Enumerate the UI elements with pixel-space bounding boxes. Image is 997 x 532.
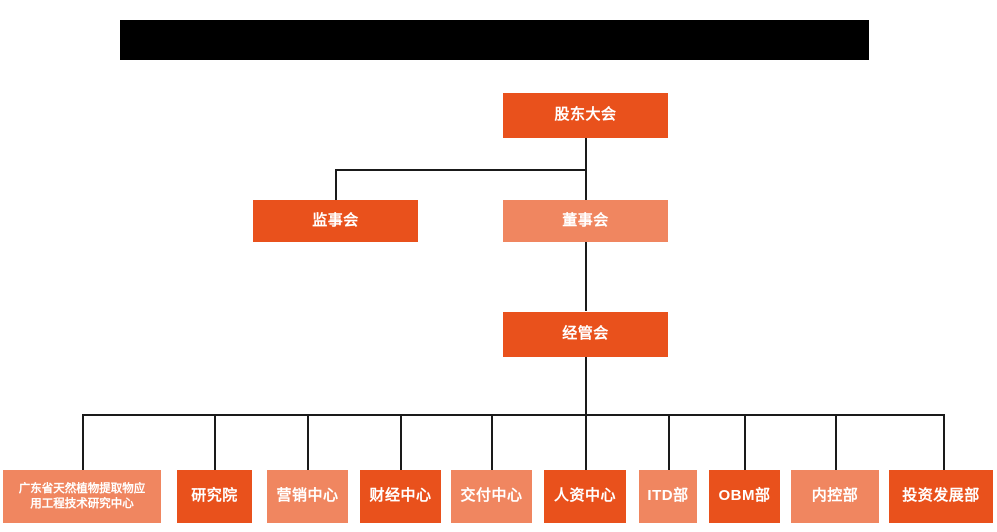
connector-departments-bus [82, 414, 944, 416]
node-label-line-1: 广东省天然植物提取物应 [18, 483, 146, 496]
node-label: 经管会 [562, 325, 609, 343]
node-shareholders-meeting[interactable]: 股东大会 [503, 93, 668, 138]
connector-drop-marketing-center [307, 414, 309, 470]
node-label: 人资中心 [553, 487, 616, 505]
node-marketing-center[interactable]: 营销中心 [267, 470, 348, 523]
node-obm-department[interactable]: OBM部 [709, 470, 780, 523]
node-label: 交付中心 [460, 487, 523, 505]
connector-drop-hr-center [585, 414, 587, 470]
node-label: 投资发展部 [902, 487, 980, 505]
node-board-of-directors[interactable]: 董事会 [503, 200, 668, 242]
node-gd-natural-plant-extract-research-center[interactable]: 广东省天然植物提取物应 用工程技术研究中心 [3, 470, 161, 523]
node-management-committee[interactable]: 经管会 [503, 312, 668, 357]
connector-drop-gd-research-center [82, 414, 84, 470]
node-investment-development-department[interactable]: 投资发展部 [889, 470, 993, 523]
node-label: ITD部 [647, 487, 689, 505]
redacted-title-bar [120, 20, 869, 60]
node-label: 财经中心 [369, 487, 432, 505]
connector-drop-itd-dept [668, 414, 670, 470]
connector-drop-finance-center [400, 414, 402, 470]
node-finance-center[interactable]: 财经中心 [360, 470, 441, 523]
node-delivery-center[interactable]: 交付中心 [451, 470, 532, 523]
node-board-of-supervisors[interactable]: 监事会 [253, 200, 418, 242]
node-label: 营销中心 [276, 487, 339, 505]
connector-level2-bus [335, 169, 587, 171]
connector-drop-delivery-center [491, 414, 493, 470]
connector-drop-research-institute [214, 414, 216, 470]
connector-drop-obm-dept [744, 414, 746, 470]
node-label: OBM部 [718, 487, 771, 505]
node-label: 研究院 [191, 487, 238, 505]
connector-drop-internal-control-dept [835, 414, 837, 470]
connector-board-drop [585, 169, 587, 200]
node-itd-department[interactable]: ITD部 [639, 470, 697, 523]
node-label: 股东大会 [554, 106, 617, 124]
node-label: 董事会 [562, 211, 609, 229]
node-research-institute[interactable]: 研究院 [177, 470, 252, 523]
node-hr-center[interactable]: 人资中心 [544, 470, 626, 523]
connector-drop-investment-development-dept [943, 414, 945, 470]
node-label: 监事会 [312, 211, 359, 229]
node-label-line-2: 用工程技术研究中心 [30, 497, 134, 510]
connector-shareholders-stem [585, 138, 587, 170]
connector-board-to-management [585, 241, 587, 311]
node-label: 内控部 [811, 487, 859, 505]
connector-supervisors-drop [335, 169, 337, 200]
node-internal-control-department[interactable]: 内控部 [791, 470, 879, 523]
connector-management-stem [585, 357, 587, 415]
